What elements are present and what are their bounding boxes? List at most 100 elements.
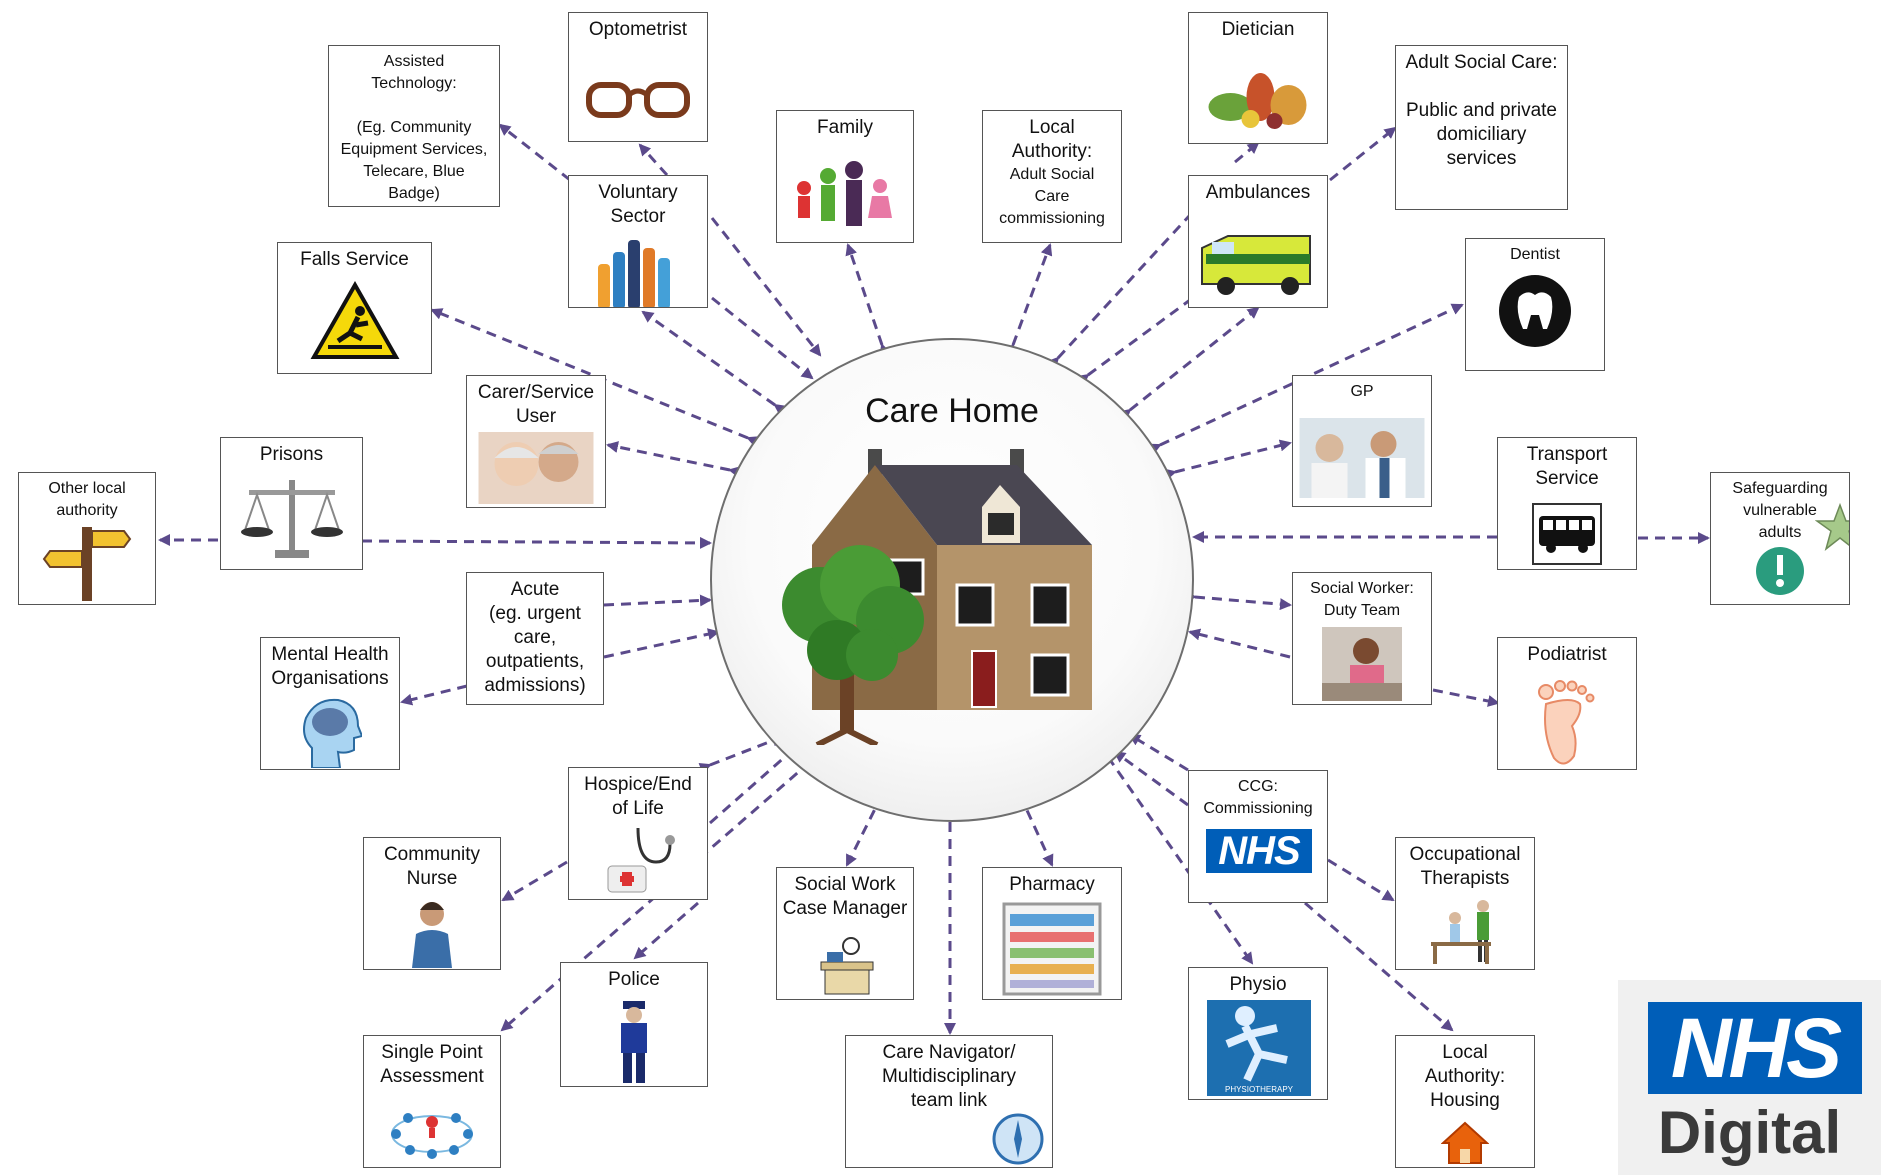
voluntary-sector-node[interactable]: Voluntary Sector [568, 175, 708, 308]
dietician-node[interactable]: Dietician [1188, 12, 1328, 144]
single-point-label: Single Point Assessment [380, 1042, 484, 1087]
assisted-technology-node[interactable]: Assisted Technology: (Eg. Community Equi… [328, 45, 500, 207]
police-officer-icon [621, 1001, 647, 1083]
care-navigator-node[interactable]: Care Navigator/ Multidisciplinary team l… [845, 1035, 1053, 1168]
arrow-family [845, 243, 891, 357]
arrow-community-nurse [501, 860, 568, 902]
falls-service-node[interactable]: Falls Service [277, 242, 432, 374]
gp-node[interactable]: GP [1292, 375, 1432, 507]
community-nurse-label: Community Nurse [383, 844, 481, 889]
arrow-voluntary-sector [710, 217, 822, 357]
family-label: Family [817, 117, 873, 138]
arrow-assisted-technology [498, 123, 571, 182]
social-worker-duty-label: Social Worker: Duty Team [1310, 580, 1414, 619]
physiotherapy-caption: PHYSIOTHERAPY [1224, 1085, 1293, 1094]
social-worker-photo-icon [1322, 627, 1402, 701]
social-worker-duty-node[interactable]: Social Worker: Duty Team [1292, 572, 1432, 705]
acute-node[interactable]: Acute (eg. urgent care, outpatients, adm… [466, 572, 604, 705]
police-node[interactable]: Police [560, 962, 708, 1087]
podiatrist-node[interactable]: Podiatrist [1497, 637, 1637, 770]
safeguarding-node[interactable]: Safeguarding vulnerable adults [1710, 472, 1850, 605]
arrow-physio [1097, 745, 1254, 965]
arrow-ccg [1128, 733, 1189, 772]
nhs-digital-logo: NHS Digital [1618, 980, 1881, 1175]
ccg-node[interactable]: CCG: Commissioning NHS [1188, 770, 1328, 903]
head-profile-icon [303, 698, 362, 768]
warning-sign-icon [310, 281, 399, 359]
local-authority-commissioning-label: Local Authority: [1011, 117, 1093, 162]
house-icon-small [1441, 1121, 1489, 1164]
pharmacy-label: Pharmacy [1009, 874, 1095, 895]
safeguarding-label: Safeguarding vulnerable adults [1732, 480, 1828, 541]
local-authority-commissioning-node[interactable]: Local Authority: Adult Social Care commi… [982, 110, 1122, 243]
stethoscope-icon [607, 827, 675, 893]
arrow-la-housing [1304, 901, 1454, 1032]
dentist-node[interactable]: Dentist [1465, 238, 1605, 371]
prisons-label: Prisons [259, 444, 324, 465]
network-people-icon [391, 1113, 473, 1159]
mental-health-node[interactable]: Mental Health Organisations [260, 637, 400, 770]
prisons-node[interactable]: Prisons [220, 437, 363, 570]
arrow-hospice [698, 735, 784, 775]
nhs-badge: NHS [1206, 829, 1312, 873]
arrow-voluntary-sector-2 [711, 296, 814, 380]
arrow-pharmacy [1010, 783, 1054, 867]
compass-icon [992, 1113, 1044, 1165]
arrow-falls-service [430, 308, 760, 448]
arrow-acute-2 [603, 628, 720, 659]
local-authority-housing-label: Local Authority: Housing [1424, 1042, 1506, 1111]
arrow-occupational [1327, 858, 1395, 902]
optometrist-label: Optometrist [588, 19, 688, 40]
gp-label: GP [1350, 383, 1374, 400]
arrow-mental-health [400, 684, 468, 706]
police-label: Police [608, 969, 660, 990]
social-work-case-manager-node[interactable]: Social Work Case Manager [776, 867, 914, 1000]
optometrist-node[interactable]: Optometrist [568, 12, 708, 142]
physio-node[interactable]: Physio PHYSIOTHERAPY [1188, 967, 1328, 1100]
hospice-node[interactable]: Hospice/End of Life [568, 767, 708, 900]
therapist-walking-icon [1431, 900, 1491, 964]
arrow-optometrist [638, 143, 669, 177]
arrow-social-worker-duty [1184, 590, 1292, 611]
scales-of-justice-icon [240, 480, 343, 558]
other-local-authority-node[interactable]: Other local authority [18, 472, 156, 605]
ambulances-node[interactable]: Ambulances [1188, 175, 1328, 308]
adult-social-care-node[interactable]: Adult Social Care: Public and private do… [1395, 45, 1568, 210]
family-icon [797, 161, 892, 226]
arrow-gp [1163, 439, 1292, 481]
glasses-icon [586, 82, 690, 118]
house-icon [782, 449, 1092, 745]
community-nurse-node[interactable]: Community Nurse [363, 837, 501, 970]
transport-service-node[interactable]: Transport Service [1497, 437, 1637, 570]
arrow-local-authority [1003, 243, 1053, 357]
carer-service-user-node[interactable]: Carer/Service User [466, 375, 606, 508]
adult-social-care-label: Adult Social Care: Public and private do… [1405, 52, 1558, 169]
arrow-hospice-2 [709, 746, 797, 825]
falls-service-label: Falls Service [300, 249, 409, 270]
elderly-couple-icon [478, 432, 594, 504]
arrow-prisons [361, 536, 712, 549]
single-point-node[interactable]: Single Point Assessment [363, 1035, 501, 1168]
doctor-photo-icon [1299, 418, 1425, 498]
arrow-social-worker-duty-2 [1188, 628, 1291, 659]
arrow-carer [606, 441, 742, 478]
family-node[interactable]: Family [776, 110, 914, 243]
carer-service-user-label: Carer/Service User [477, 382, 595, 427]
arrow-dentist [1148, 303, 1464, 455]
social-work-case-manager-label: Social Work Case Manager [782, 874, 908, 919]
local-authority-housing-node[interactable]: Local Authority: Housing [1395, 1035, 1535, 1168]
pharmacy-node[interactable]: Pharmacy [982, 867, 1122, 1000]
hospice-label: Hospice/End of Life [584, 774, 692, 819]
arrow-podiatrist [1432, 688, 1500, 707]
ambulances-label: Ambulances [1205, 182, 1311, 203]
arrow-police [633, 901, 699, 960]
podiatrist-label: Podiatrist [1527, 644, 1607, 665]
nurse-icon [412, 902, 452, 968]
occupational-therapists-node[interactable]: Occupational Therapists [1395, 837, 1535, 970]
care-home-hub: Care Home [710, 338, 1194, 822]
care-navigator-label: Care Navigator/ Multidisciplinary team l… [881, 1042, 1017, 1111]
tooth-icon [1499, 275, 1571, 347]
arrow-dietician-2 [1234, 141, 1260, 164]
signpost-icon [42, 527, 132, 601]
